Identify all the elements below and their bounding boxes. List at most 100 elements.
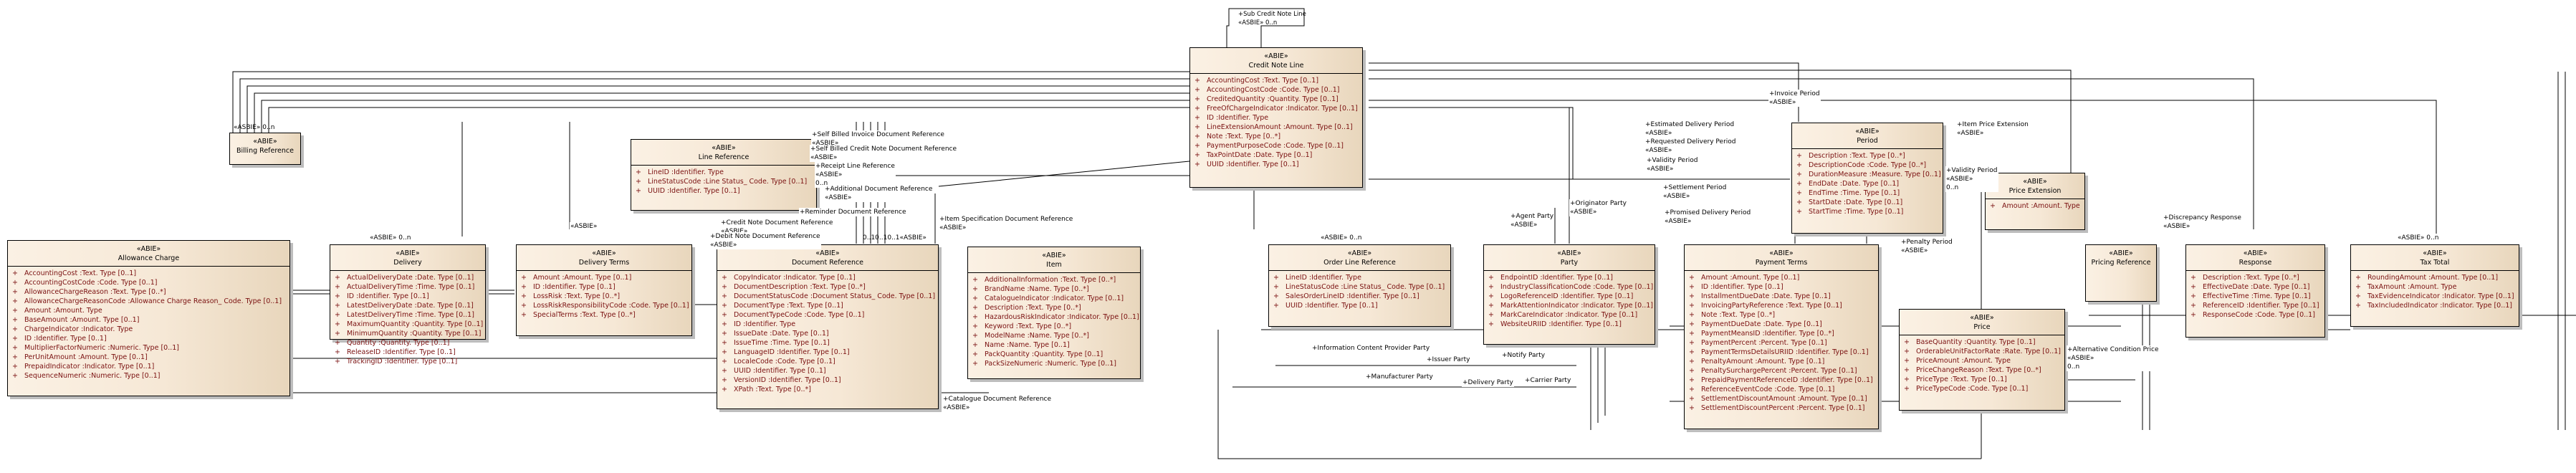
attribute-row: +ID :Identifier. Type [0..1] bbox=[1689, 282, 1875, 292]
public-visibility-icon: + bbox=[1796, 180, 1802, 188]
public-visibility-icon: + bbox=[1689, 311, 1695, 319]
attribute-row: +PriceTypeCode :Code. Type [0..1] bbox=[1904, 384, 2062, 393]
public-visibility-icon: + bbox=[2190, 283, 2196, 291]
attribute-text: XPath :Text. Type [0..*] bbox=[734, 386, 811, 393]
attribute-text: EffectiveDate :Date. Type [0..1] bbox=[2203, 283, 2310, 291]
public-visibility-icon: + bbox=[1194, 86, 1200, 94]
class-name: Payment Terms bbox=[1755, 259, 1808, 267]
class-price[interactable]: «ABIE» Price +BaseQuantity :Quantity. Ty… bbox=[1899, 309, 2065, 411]
attribute-row: + EffectiveDate :Date. Type [0..1] bbox=[2190, 282, 2322, 292]
public-visibility-icon: + bbox=[1194, 142, 1200, 150]
class-delivery-terms[interactable]: «ABIE» Delivery Terms +Amount :Amount. T… bbox=[516, 244, 692, 336]
public-visibility-icon: + bbox=[972, 276, 978, 284]
class-item[interactable]: «ABIE» Item +AdditionalInformation :Text… bbox=[967, 247, 1141, 379]
class-tax-total[interactable]: «ABIE» Tax Total +RoundingAmount :Amount… bbox=[2350, 244, 2519, 327]
public-visibility-icon: + bbox=[722, 386, 727, 393]
class-name: Price bbox=[1973, 323, 1991, 331]
attribute-row: +LineStatusCode :Line Status_ Code. Type… bbox=[636, 177, 813, 186]
attribute-text: LineStatusCode :Line Status_ Code. Type … bbox=[1285, 283, 1445, 291]
attribute-row: +PenaltyAmount :Amount. Type [0..1] bbox=[1689, 357, 1875, 366]
class-pricing-reference[interactable]: «ABIE» Pricing Reference bbox=[2085, 244, 2157, 302]
attribute-text: PaymentMeansID :Identifier. Type [0..*] bbox=[1701, 330, 1834, 338]
public-visibility-icon: + bbox=[1689, 395, 1695, 403]
attribute-row: +Amount :Amount. Type [0..1] bbox=[521, 273, 689, 282]
attribute-row: +BaseQuantity :Quantity. Type [0..1] bbox=[1904, 338, 2062, 347]
attribute-row: +Note :Text. Type [0..*] bbox=[1194, 132, 1359, 141]
class-line-reference[interactable]: «ABIE» Line Reference +LineID :Identifie… bbox=[631, 139, 817, 211]
response-wire bbox=[1369, 78, 2254, 229]
attribute-text: DocumentStatusCode :Document Status_ Cod… bbox=[734, 292, 936, 300]
attribute-row: +Description :Text. Type [0..*] bbox=[972, 303, 1137, 312]
class-name: Party bbox=[1560, 259, 1579, 267]
attribute-row: +MaximumQuantity :Quantity. Type [0..1] bbox=[335, 320, 483, 329]
attribute-row: +SettlementDiscountPercent :Percent. Typ… bbox=[1689, 403, 1875, 413]
class-credit-note-line[interactable]: «ABIE» Credit Note Line +AccountingCost … bbox=[1189, 47, 1363, 188]
class-name: Tax Total bbox=[2420, 259, 2450, 267]
assoc-label-item-specification: +Item Specification Document Reference«A… bbox=[939, 215, 1074, 232]
attribute-row: +MinimumQuantity :Quantity. Type [0..1] bbox=[335, 329, 482, 338]
attribute-row: +Amount :Amount. Type [0..1] bbox=[1689, 273, 1875, 282]
public-visibility-icon: + bbox=[1904, 357, 1910, 365]
class-billing-reference[interactable]: «ABIE» Billing Reference bbox=[229, 133, 301, 165]
attribute-row: + XPath :Text. Type [0..*] bbox=[722, 385, 935, 394]
attribute-text: BaseQuantity :Quantity. Type [0..1] bbox=[1916, 338, 2036, 346]
public-visibility-icon: + bbox=[1990, 202, 1996, 210]
attribute-text: TaxPointDate :Date. Type [0..1] bbox=[1207, 151, 1313, 159]
public-visibility-icon: + bbox=[335, 330, 340, 338]
class-document-reference[interactable]: «ABIE» Document Reference +CopyIndicator… bbox=[717, 244, 939, 409]
stereotype: «ABIE» bbox=[1557, 249, 1581, 257]
public-visibility-icon: + bbox=[335, 274, 340, 282]
attribute-text: PaymentDueDate :Date. Type [0..1] bbox=[1701, 320, 1822, 328]
attribute-row: +FreeOfChargeIndicator :Indicator. Type … bbox=[1194, 104, 1359, 113]
attribute-text: PrepaidIndicator :Indicator. Type [0..1] bbox=[24, 363, 155, 371]
public-visibility-icon: + bbox=[12, 288, 18, 296]
class-allowance-charge[interactable]: «ABIE» Allowance Charge +AccountingCost … bbox=[7, 240, 290, 396]
public-visibility-icon: + bbox=[1689, 339, 1695, 347]
attribute-text: HazardousRiskIndicator :Indicator. Type … bbox=[985, 313, 1139, 321]
class-period[interactable]: «ABIE» Period +Description :Text. Type [… bbox=[1791, 123, 1943, 234]
attribute-row: +SequenceNumeric :Numeric. Type [0..1] bbox=[12, 371, 287, 381]
attribute-text: EndpointID :Identifier. Type [0..1] bbox=[1500, 274, 1613, 282]
public-visibility-icon: + bbox=[1273, 292, 1279, 300]
attribute-text: LogoReferenceID :Identifier. Type [0..1] bbox=[1500, 292, 1634, 300]
public-visibility-icon: + bbox=[972, 304, 978, 312]
public-visibility-icon: + bbox=[521, 283, 527, 291]
invoice-period-wire bbox=[1369, 62, 1799, 122]
assoc-label-manufacturer-party: +Manufacturer Party bbox=[1365, 373, 1434, 381]
class-payment-terms[interactable]: «ABIE» Payment Terms +Amount :Amount. Ty… bbox=[1684, 244, 1879, 429]
assoc-label-settlement-period: +Settlement Period«ASBIE» bbox=[1662, 183, 1728, 201]
class-order-line-reference[interactable]: «ABIE» Order Line Reference +LineID :Ide… bbox=[1268, 244, 1451, 327]
public-visibility-icon: + bbox=[1488, 274, 1494, 282]
attribute-row: +LineID :Identifier. Type bbox=[1273, 273, 1447, 282]
assoc-label-validity-period: +Validity Period«ASBIE» bbox=[1646, 156, 1699, 173]
public-visibility-icon: + bbox=[1689, 367, 1695, 375]
public-visibility-icon: + bbox=[2190, 311, 2196, 319]
attribute-text: PackSizeNumeric :Numeric. Type [0..1] bbox=[985, 360, 1116, 368]
attribute-text: WebsiteURIID :Identifier. Type [0..1] bbox=[1500, 320, 1622, 328]
assoc-label-item-price-extension: +Item Price Extension«ASBIE» bbox=[1956, 120, 2029, 138]
attribute-text: MultiplierFactorNumeric :Numeric. Type [… bbox=[24, 344, 179, 352]
assoc-label-catalogue-document-reference: +Catalogue Document Reference«ASBIE» bbox=[942, 395, 1053, 412]
public-visibility-icon: + bbox=[1194, 151, 1200, 159]
class-response[interactable]: «ABIE» Response +Description :Text. Type… bbox=[2185, 244, 2325, 338]
public-visibility-icon: + bbox=[1689, 348, 1695, 356]
class-header: «ABIE» Party bbox=[1484, 245, 1655, 270]
public-visibility-icon: + bbox=[335, 302, 340, 310]
attribute-row: +DocumentDescription :Text. Type [0..*] bbox=[722, 282, 935, 292]
attribute-text: ReleaseID :Identifier. Type [0..1] bbox=[347, 348, 456, 356]
attribute-text: TrackingID :Identifier. Type [0..1] bbox=[347, 358, 458, 366]
class-party[interactable]: «ABIE» Party + EndpointID :Identifier. Ty… bbox=[1483, 244, 1655, 345]
class-delivery[interactable]: «ABIE» Delivery +ActualDeliveryDate :Dat… bbox=[330, 244, 486, 366]
attribute-row: +InvoicingPartyReference :Text. Type [0.… bbox=[1689, 301, 1875, 310]
attribute-row: +EndDate :Date. Type [0..1] bbox=[1796, 179, 1940, 188]
attribute-text: PrepaidPaymentReferenceID :Identifier. T… bbox=[1701, 376, 1873, 384]
public-visibility-icon: + bbox=[1796, 161, 1802, 169]
attribute-row: +LatestDeliveryTime :Time. Type [0..1] bbox=[335, 310, 482, 320]
class-price-extension[interactable]: «ABIE» Price Extension +Amount :Amount. … bbox=[1985, 173, 2085, 230]
attribute-text: ResponseCode :Code. Type [0..1] bbox=[2203, 311, 2315, 319]
attribute-row: +ModelName :Name. Type [0..*] bbox=[972, 331, 1137, 340]
public-visibility-icon: + bbox=[12, 363, 18, 371]
attribute-row: +AccountingCostCode :Code. Type [0..1] bbox=[1194, 85, 1359, 95]
attribute-list: +BaseQuantity :Quantity. Type [0..1]+Ord… bbox=[1900, 335, 2064, 396]
public-visibility-icon: + bbox=[335, 348, 340, 356]
